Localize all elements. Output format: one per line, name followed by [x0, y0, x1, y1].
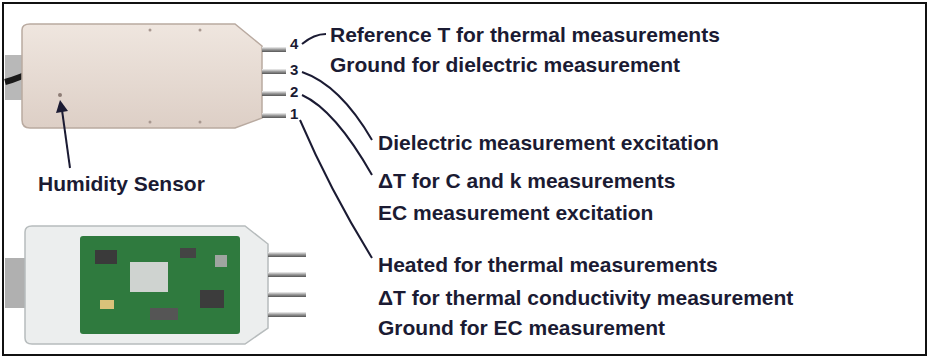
needle [268, 272, 306, 277]
callout-number: 1 [290, 106, 298, 123]
leader-line [302, 95, 372, 175]
needle [268, 312, 306, 317]
pin-function: Ground for dielectric measurement [330, 53, 680, 76]
humidity-arrow [56, 100, 70, 168]
pin-function: Heated for thermal measurements [378, 253, 718, 276]
callout-number: 3 [290, 62, 298, 79]
sensor-top [5, 24, 286, 128]
needle [262, 113, 286, 118]
pin-function: ΔT for C and k measurements [378, 169, 676, 192]
sensor-bottom [5, 226, 306, 344]
leader-line [302, 34, 326, 44]
needle [268, 252, 306, 257]
needle [262, 47, 286, 52]
callout-number: 2 [290, 84, 298, 101]
needle [262, 91, 286, 96]
pin-function: EC measurement excitation [378, 201, 653, 224]
leader-line [302, 72, 372, 140]
pin-function: Reference T for thermal measurements [330, 23, 720, 46]
circuit-board [80, 236, 240, 334]
needle [262, 69, 286, 74]
leader-line [300, 120, 372, 258]
sensor-body [22, 24, 262, 128]
needle [268, 292, 306, 297]
frame [3, 3, 926, 355]
pin-function: ΔT for thermal conductivity measurement [378, 286, 793, 309]
pin-function: Ground for EC measurement [378, 316, 665, 339]
sensor-housing [25, 226, 268, 344]
humidity-port [58, 93, 62, 97]
pin-function: Dielectric measurement excitation [378, 131, 719, 154]
callout-number: 4 [290, 36, 298, 53]
part-name: Humidity Sensor [38, 172, 205, 195]
